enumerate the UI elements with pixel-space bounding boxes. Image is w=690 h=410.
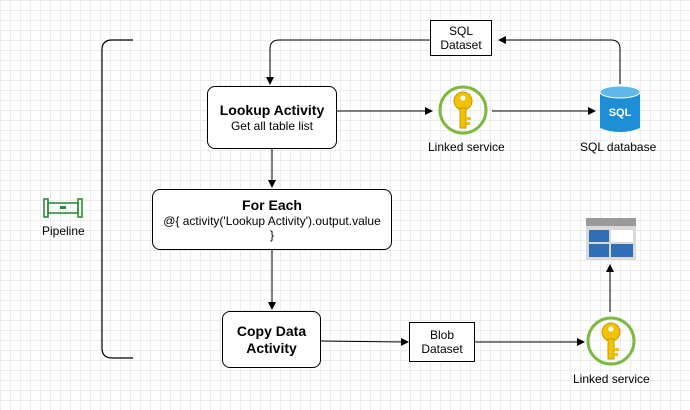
key-icon bbox=[438, 85, 488, 135]
sql-database-icon-text: SQL bbox=[609, 107, 632, 119]
sql-dataset-line1: SQL bbox=[448, 24, 473, 38]
copy-data-activity-node[interactable]: Copy Data Activity bbox=[222, 311, 321, 368]
foreach-title: For Each bbox=[242, 197, 302, 213]
linked-service-top-label: Linked service bbox=[428, 140, 505, 154]
foreach-node[interactable]: For Each @{ activity('Lookup Activity').… bbox=[152, 189, 392, 250]
sql-dataset-line2: Dataset bbox=[440, 38, 482, 52]
sql-dataset-node[interactable]: SQL Dataset bbox=[430, 20, 492, 56]
sql-database-label: SQL database bbox=[580, 140, 657, 154]
copy-data-title-line2: Activity bbox=[246, 339, 297, 356]
pipeline-icon bbox=[43, 198, 83, 218]
pipeline-bracket bbox=[101, 39, 133, 359]
foreach-expression: @{ activity('Lookup Activity').output.va… bbox=[163, 214, 381, 228]
sql-database-icon: SQL bbox=[599, 85, 641, 132]
lookup-activity-node[interactable]: Lookup Activity Get all table list bbox=[207, 86, 337, 149]
foreach-expression-closing: } bbox=[269, 228, 274, 242]
linked-service-bottom-label: Linked service bbox=[573, 372, 650, 386]
lookup-activity-title: Lookup Activity bbox=[219, 102, 325, 118]
connector-copy-to-blobdataset bbox=[320, 337, 409, 346]
copy-data-title-line1: Copy Data bbox=[236, 322, 307, 339]
connector-sqldb-to-sqldataset bbox=[498, 36, 621, 84]
connector-sqldataset-to-lookup bbox=[266, 39, 430, 85]
lookup-activity-subtitle: Get all table list bbox=[230, 119, 314, 133]
pipeline-label: Pipeline bbox=[42, 224, 85, 238]
key-icon bbox=[586, 316, 636, 366]
blob-dataset-line1: Blob bbox=[429, 328, 455, 342]
blob-dataset-line2: Dataset bbox=[421, 342, 463, 356]
blob-storage-icon bbox=[586, 218, 636, 260]
blob-dataset-node[interactable]: Blob Dataset bbox=[409, 322, 475, 362]
